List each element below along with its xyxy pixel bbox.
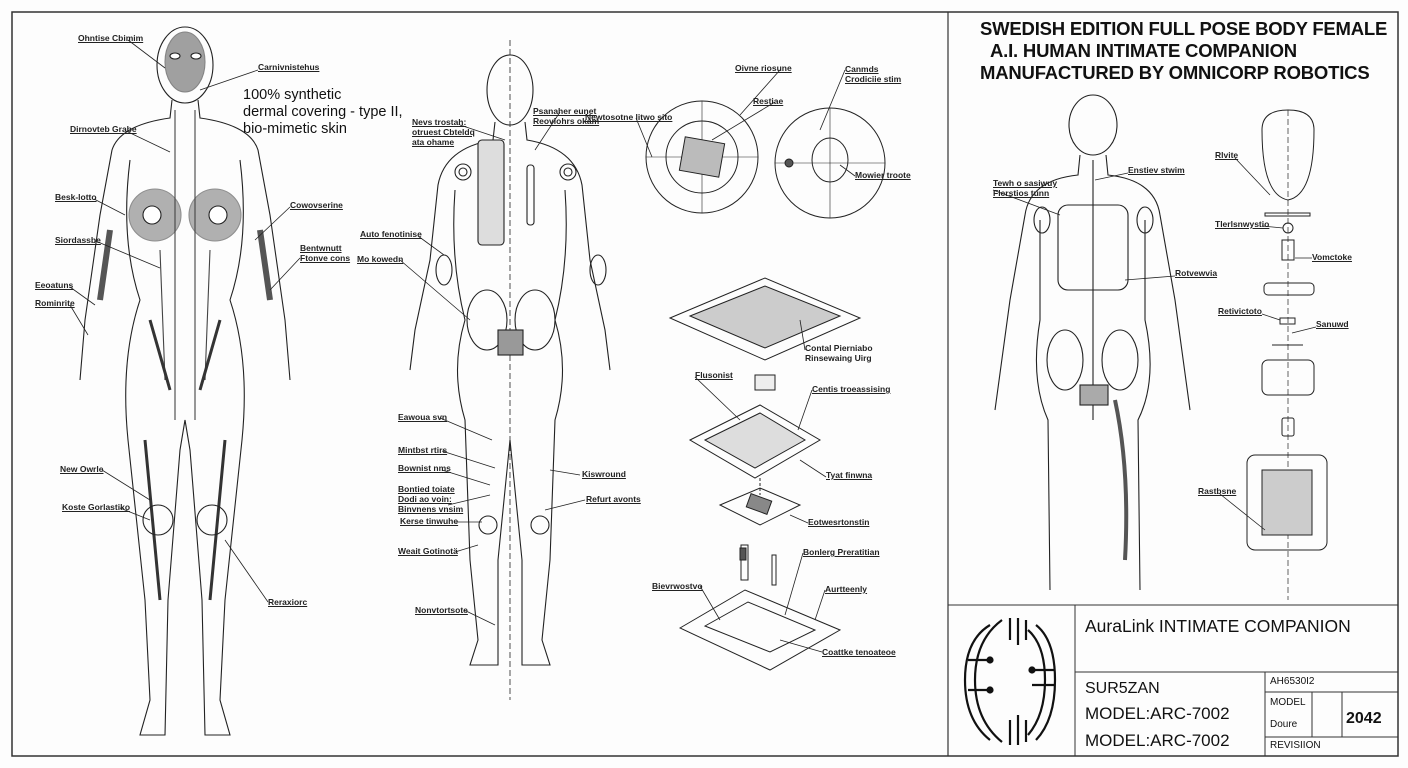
right-exploded-parts: [1246, 109, 1328, 600]
callout-label: Bontied toiate Dodi ao voin: Binvnens vn…: [398, 484, 464, 514]
sheet-title-line-3: MANUFACTURED BY OMNICORP ROBOTICS: [980, 62, 1370, 83]
callout-label: Centis troeassising: [812, 384, 891, 394]
callout-label: Tewh o sasiwuy Flerstios tunn: [993, 178, 1058, 198]
callout-label: Rlvite: [1215, 150, 1239, 160]
callout-label: Auto fenotinise: [360, 229, 422, 239]
callout-label: Mo kowedn: [357, 254, 404, 264]
leader-lines: [69, 39, 1317, 653]
callout-label: Aurtteenly: [825, 584, 868, 594]
callout-label: Siordassbe: [55, 235, 101, 245]
sheet-border: [11, 11, 1399, 757]
callout-label: Rastbsne: [1198, 486, 1237, 496]
callout-label: Sanuwd: [1316, 319, 1349, 329]
callout-label: Nonvtortsote: [415, 605, 468, 615]
product-name: AuraLink INTIMATE COMPANION: [1085, 616, 1351, 636]
model-number-repeat: MODEL:ARC-7002: [1085, 731, 1230, 750]
callout-label: Eeoatuns: [35, 280, 74, 290]
front-figure: [79, 26, 291, 736]
callout-label: Besk-lotto: [55, 192, 97, 202]
callout-label: Kiswround: [582, 469, 626, 479]
skin-note: 100% synthetic dermal covering - type II…: [243, 87, 403, 137]
doure-label: Doure: [1270, 719, 1298, 730]
callout-label: Weait Gotinotä: [398, 546, 458, 556]
callout-label: Ohntise Cbimim: [78, 33, 144, 43]
callout-label: Vomctoke: [1312, 252, 1352, 262]
designer-name: SUR5ZAN: [1085, 680, 1160, 697]
callout-label: New Owrle: [60, 464, 104, 474]
callout-label: Coattke tenoateoe: [822, 647, 896, 657]
callout-label: Bievrwostvo: [652, 581, 703, 591]
callout-label: Retivictoto: [1218, 306, 1262, 316]
circuit-logo: [963, 618, 1057, 745]
callout-label: Bonlerg Preratitian: [803, 547, 880, 557]
callout-label: Mowier troote: [855, 170, 911, 180]
processor-exploded-view: [668, 277, 862, 671]
callout-label: Rominrite: [35, 298, 75, 308]
sheet-title-line-2: A.I. HUMAN INTIMATE COMPANION: [990, 40, 1297, 61]
callout-label: Kerse tinwuhe: [400, 516, 459, 526]
detail-circles: [645, 100, 886, 219]
callout-label: Mintbst rtirs: [398, 445, 448, 455]
callout-label: Koste Gorlastiko: [62, 502, 131, 512]
model-number: MODEL:ARC-7002: [1085, 704, 1230, 723]
callout-label: Nevs trostah: otruest Cbteldq ata ohame: [412, 117, 475, 147]
title-block-grid: [948, 604, 1398, 756]
callout-label: Carnivnistehus: [258, 62, 320, 72]
right-figure: [994, 94, 1191, 591]
callout-label: Eawoua svn: [398, 412, 448, 422]
callout-label: Bownist nms: [398, 463, 451, 473]
callout-label: Restiae: [753, 96, 784, 106]
callout-label: Reraxiorc: [268, 597, 308, 607]
drawing-code: AH6530I2: [1270, 676, 1315, 687]
callout-label: Psanaher eunet Reovlohrs okam: [533, 106, 600, 126]
callout-label: Dirnovteb Grabe: [70, 124, 137, 134]
callout-label: Bentwnutt Ftonve cons: [300, 243, 351, 263]
callout-label: Newtosotne litwo sito: [585, 112, 673, 122]
year: 2042: [1346, 710, 1382, 727]
callout-label: Tlerlsnwystio: [1215, 219, 1270, 229]
back-figure: [409, 40, 611, 700]
callout-label: Enstiev stwim: [1128, 165, 1185, 175]
callout-label: Rotvewvia: [1175, 268, 1218, 278]
callout-label: Contal Pierniabo Rinsewaing Uirg: [805, 343, 873, 363]
callout-label: Flusonist: [695, 370, 733, 380]
callout-label: Eotwesrtonstin: [808, 517, 870, 527]
callout-label: Canmds Crodiciie stim: [845, 64, 902, 84]
callout-label: Refurt avonts: [586, 494, 641, 504]
revision-label: REVISIION: [1270, 740, 1321, 751]
callout-label: Cowovserine: [290, 200, 343, 210]
callout-label: Oivne riosune: [735, 63, 792, 73]
model-label: MODEL: [1270, 697, 1306, 708]
sheet-title-line-1: SWEDISH EDITION FULL POSE BODY FEMALE: [980, 18, 1388, 39]
callout-label: Tyat finwna: [826, 470, 873, 480]
